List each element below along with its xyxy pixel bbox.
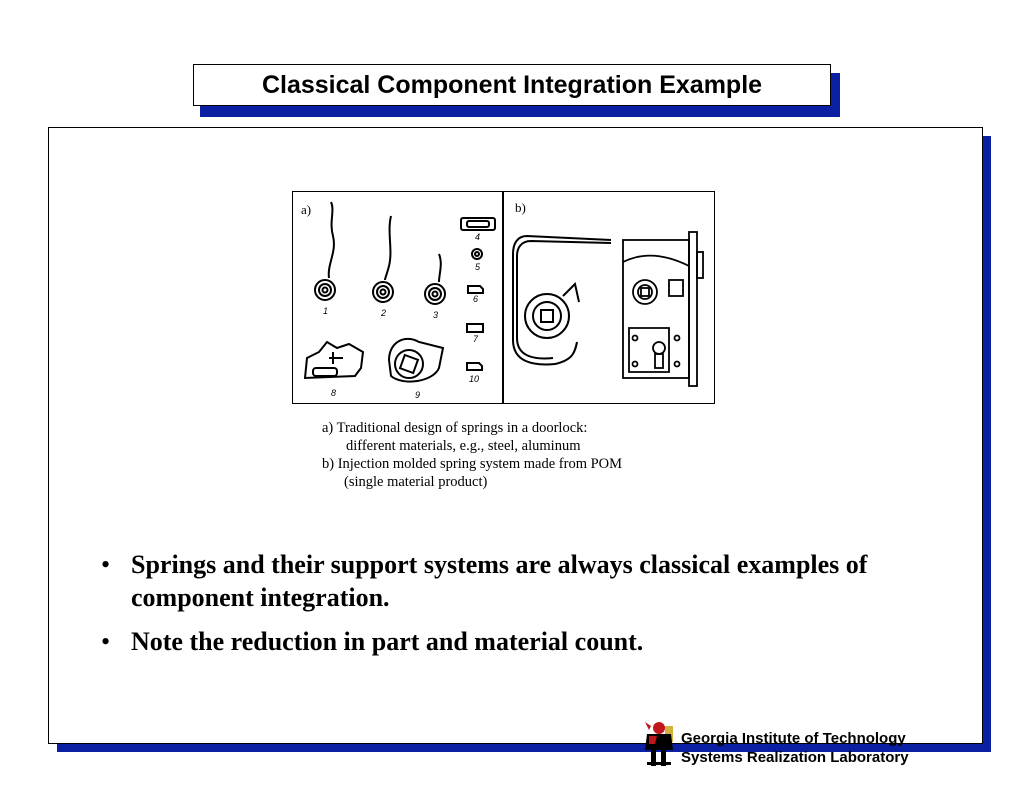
caption-line: different materials, e.g., steel, alumin… — [346, 438, 581, 454]
part-8-icon — [303, 340, 365, 380]
footer-institution: Georgia Institute of Technology Systems … — [681, 729, 909, 767]
part-number-label: 8 — [331, 388, 336, 398]
footer-line-2: Systems Realization Laboratory — [681, 749, 909, 766]
slide-title: Classical Component Integration Example — [193, 64, 831, 106]
part-number-label: 5 — [475, 262, 481, 272]
part-9-icon — [387, 337, 445, 383]
doorlock-figure: a) b) — [292, 191, 715, 404]
caption-line: a) Traditional design of springs in a do… — [322, 420, 588, 436]
bullet-dot-icon: • — [101, 550, 111, 579]
part-number-label: 10 — [469, 374, 479, 384]
part-number-label: 3 — [433, 310, 438, 320]
part-7-icon — [466, 323, 484, 333]
bullet-item: • Springs and their support systems are … — [101, 548, 901, 614]
footer-line-1: Georgia Institute of Technology — [681, 730, 906, 747]
figure-divider — [502, 192, 504, 403]
bullet-item: • Note the reduction in part and materia… — [101, 625, 901, 658]
figure-b-label: b) — [515, 200, 526, 215]
georgia-tech-logo-icon — [645, 722, 673, 766]
bullet-text: Springs and their support systems are al… — [131, 550, 868, 612]
caption-line: b) Injection molded spring system made f… — [322, 456, 623, 472]
part-6-icon — [467, 285, 484, 294]
part-number-label: 7 — [473, 334, 479, 344]
spring-3-icon — [424, 253, 446, 305]
bullet-text: Note the reduction in part and material … — [131, 627, 644, 656]
doorlock-case-icon — [622, 231, 704, 387]
figure-caption: a) Traditional design of springs in a do… — [322, 419, 742, 491]
figure-a-label: a) — [301, 202, 312, 217]
part-5-icon — [471, 248, 483, 260]
bullet-dot-icon: • — [101, 627, 111, 656]
part-number-label: 4 — [475, 232, 480, 242]
part-4-icon — [460, 217, 496, 231]
part-number-label: 6 — [473, 294, 478, 304]
part-number-label: 1 — [323, 306, 328, 316]
figure-drawing: 1 2 3 4 5 6 7 8 9 10 — [303, 201, 704, 400]
bullet-list: • Springs and their support systems are … — [101, 548, 901, 669]
molded-spring-icon — [512, 234, 612, 366]
content-panel: a) b) — [48, 127, 983, 744]
part-number-label: 9 — [415, 390, 420, 400]
part-10-icon — [466, 362, 483, 371]
spring-2-icon — [372, 215, 394, 303]
spring-1-icon — [314, 201, 336, 301]
part-number-label: 2 — [380, 308, 386, 318]
caption-line: (single material product) — [344, 474, 488, 490]
